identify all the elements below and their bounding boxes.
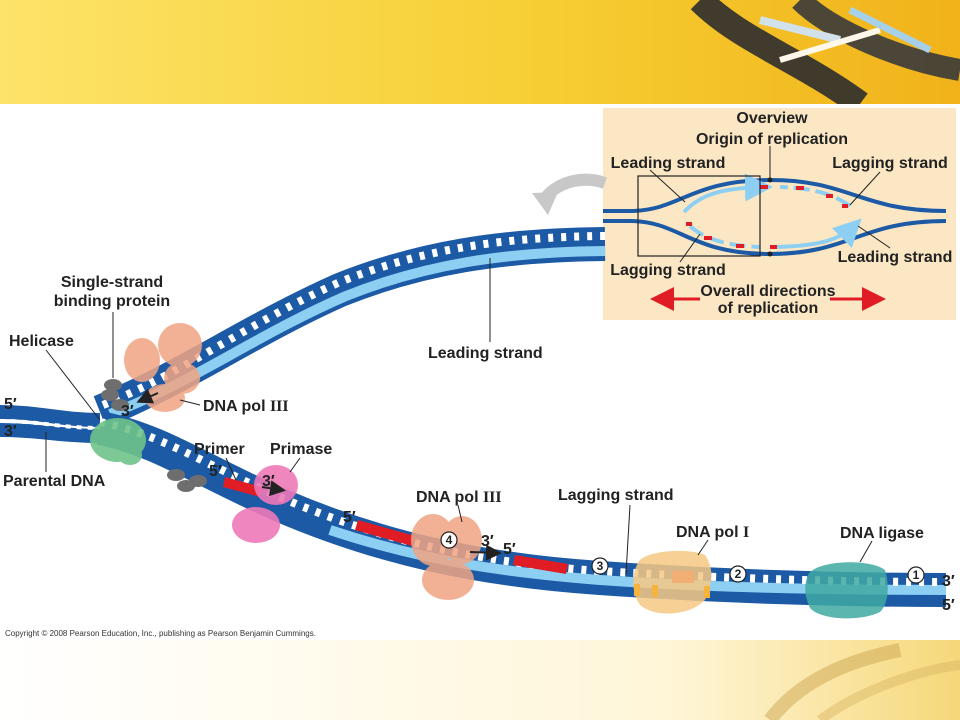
overview-panel: Overview Origin of replication Leading s…: [603, 108, 956, 320]
ssb-label-line1: Single-strand: [61, 274, 163, 291]
primase-label: Primase: [270, 441, 332, 458]
bottom-banner-graphic: [0, 640, 960, 725]
overview-leading-left-label: Leading strand: [611, 155, 726, 172]
overview-zoom-box: [637, 175, 761, 257]
overview-lagging-bottom: [688, 224, 761, 249]
copyright-notice: Copyright © 2008 Pearson Education, Inc.…: [5, 629, 316, 638]
lagging-synthesis-arrow: [469, 544, 502, 561]
end-5-right: 5′: [942, 597, 955, 614]
dna-pol-iii-lagging: [411, 514, 482, 600]
end-5-primer: 5′: [209, 463, 222, 480]
helicase-protein: [90, 418, 146, 465]
overview-directions-line1: Overall directions: [700, 283, 835, 300]
pol1-yellow-nucleotides: [634, 584, 710, 598]
step-markers: 1 2 3 4: [440, 531, 925, 584]
bottom-banner: [0, 640, 960, 725]
overview-directions-line2: of replication: [718, 300, 818, 317]
primer-okazaki-4: [355, 520, 415, 546]
dna-pol-i-protein: [633, 550, 712, 614]
overview-title: Overview: [736, 110, 808, 127]
primer-label: Primer: [194, 441, 245, 458]
overview-background: [603, 108, 956, 320]
overview-primers: [686, 185, 848, 249]
zoom-arrowhead: [532, 192, 558, 215]
parental-dna-label: Parental DNA: [3, 473, 106, 490]
parental-dna: [0, 405, 101, 443]
end-3-leading: 3′: [121, 403, 134, 420]
lagging-strand-label: Lagging strand: [558, 487, 674, 504]
helicase-label: Helicase: [9, 333, 74, 350]
top-banner: [0, 0, 960, 115]
end-3-right: 3′: [942, 573, 955, 590]
step-1: 1: [913, 568, 920, 582]
single-strand-binding-proteins: [101, 379, 207, 492]
end-5-okazaki: 5′: [343, 509, 356, 526]
end-3-pol3: 3′: [481, 533, 494, 550]
step-2: 2: [735, 567, 742, 581]
overview-lagging-right-label: Lagging strand: [832, 155, 948, 172]
dna-ligase-protein: [805, 562, 888, 619]
overview-leading-top: [682, 173, 773, 214]
overview-leading-right-label: Leading strand: [838, 249, 953, 266]
dna-ligase-label: DNA ligase: [840, 525, 924, 542]
dna-pol-i-label: DNA pol I: [676, 524, 749, 541]
ssb-label-line2: binding protein: [54, 293, 170, 310]
banner-dna-graphic: [0, 0, 960, 115]
step-4: 4: [446, 533, 453, 547]
end-3-primer: 3′: [262, 473, 275, 490]
end-5-next: 5′: [503, 541, 516, 558]
overview-lagging-left-label: Lagging strand: [610, 262, 726, 279]
end-5-top-left: 5′: [4, 396, 17, 413]
leading-strand-label: Leading strand: [428, 345, 543, 362]
overview-lagging-top: [779, 185, 852, 208]
end-3-top-left: 3′: [4, 423, 17, 440]
primer-synthesis-arrow: [261, 480, 286, 497]
overview-origin-label: Origin of replication: [696, 131, 848, 148]
step-3: 3: [597, 559, 604, 573]
dna-pol-iii-top-label: DNA pol III: [203, 398, 289, 415]
leading-synthesis-arrow: [136, 388, 159, 404]
primer-okazaki-3: [513, 555, 568, 574]
callout-lines: [45, 258, 873, 575]
primer-new: [223, 477, 262, 497]
dna-pol-iii-mid-label: DNA pol III: [416, 489, 502, 506]
overview-leading-bottom: [774, 218, 862, 249]
dna-pol-iii-leading: [124, 323, 202, 412]
